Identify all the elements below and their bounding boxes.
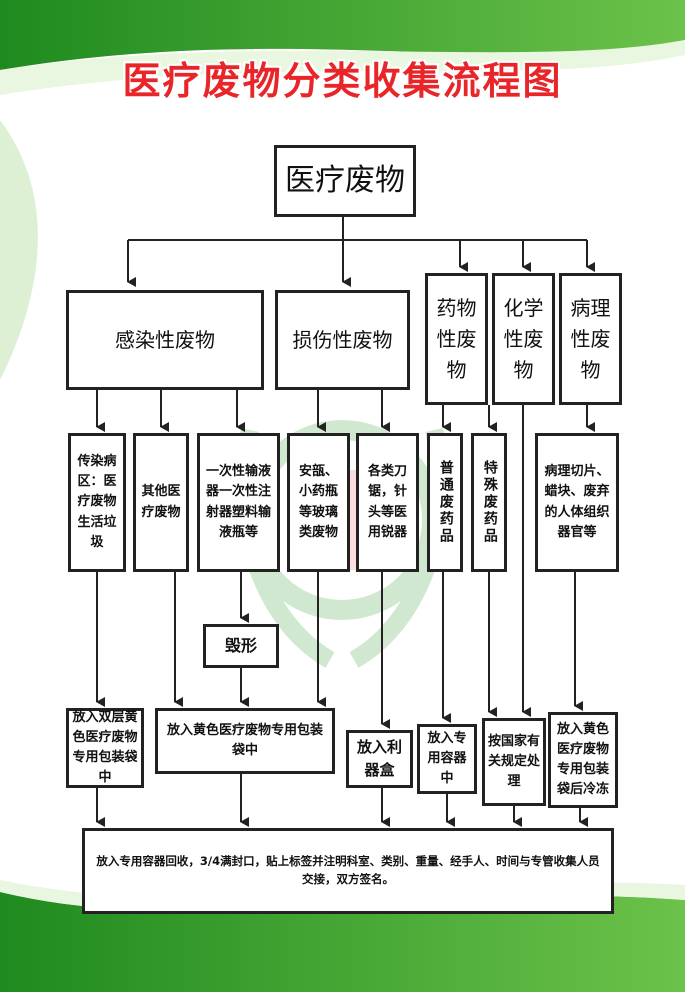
category-pathological: 病理性废物 — [559, 273, 622, 405]
item-disposable-infusion: 一次性输液器一次性注射器塑料输液瓶等 — [197, 433, 280, 572]
page-title: 医疗废物分类收集流程图 — [122, 59, 563, 103]
item-other-waste: 其他医疗废物 — [133, 433, 189, 572]
action-special-container: 放入专用容器中 — [417, 724, 477, 794]
item-sharps: 各类刀锯，针头等医用锐器 — [356, 433, 419, 572]
category-infectious: 感染性废物 — [66, 290, 264, 390]
action-sharps-box: 放入利器盒 — [346, 730, 413, 788]
action-yellow-bag-frozen: 放入黄色医疗废物专用包装袋后冷冻 — [548, 712, 618, 808]
item-special-drugs: 特殊废药品 — [471, 433, 507, 572]
action-double-yellow-bag: 放入双层黄色医疗废物专用包装袋中 — [66, 708, 144, 788]
action-yellow-bag: 放入黄色医疗废物专用包装袋中 — [155, 708, 335, 774]
destroy-box: 毁形 — [203, 624, 279, 668]
category-damage: 损伤性废物 — [275, 290, 410, 390]
final-step-box: 放入专用容器回收，3/4满封口，贴上标签并注明科室、类别、重量、经手人、时间与专… — [82, 828, 614, 914]
root-box: 医疗废物 — [274, 145, 416, 217]
category-chemical: 化学性废物 — [492, 273, 555, 405]
item-common-drugs: 普通废药品 — [427, 433, 463, 572]
action-national-regulation: 按国家有关规定处理 — [482, 718, 546, 806]
item-glass-waste: 安瓿、小药瓶等玻璃类废物 — [287, 433, 350, 572]
category-drug: 药物性废物 — [425, 273, 488, 405]
item-pathological-tissue: 病理切片、蜡块、废弃的人体组织器官等 — [535, 433, 619, 572]
item-infectious-ward: 传染病区：医疗废物生活垃圾 — [68, 433, 126, 572]
